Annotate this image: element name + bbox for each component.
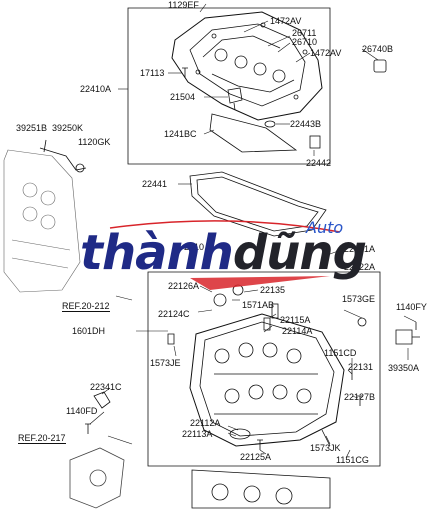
part-1120gk: 1120GK [78, 137, 111, 147]
part-1151cd: 1151CD [324, 348, 357, 358]
part-22126a: 22126A [168, 281, 200, 291]
part-22131: 22131 [348, 362, 374, 372]
part-1573ge: 1573GE [342, 294, 376, 304]
part-22125a: 22125A [240, 452, 272, 462]
part-22443b: 22443B [290, 119, 322, 129]
part-39250k: 39250K [52, 123, 84, 133]
part-22113a: 22113A [182, 429, 213, 439]
sensor-39250k [39, 139, 87, 171]
cam-sensor-39350a [395, 322, 420, 345]
cylinder-head [167, 284, 367, 450]
part-1472av-b: 1472AV [310, 48, 342, 58]
part-1140fy: 1140FY [396, 302, 427, 312]
part-22124c: 22124C [158, 309, 190, 319]
part-22442: 22442 [306, 158, 332, 168]
pcv-valve-21504 [227, 87, 243, 111]
part-2210: 2210 [184, 242, 205, 252]
baffle-plate-1241bc [209, 113, 298, 153]
part-1241bc: 1241BC [164, 129, 197, 139]
head-group-frame [147, 271, 381, 467]
part-21504: 21504 [170, 92, 196, 102]
part-22341c: 22341C [90, 382, 122, 392]
watermark-logo: thànhdũng Auto [80, 218, 380, 294]
watermark-sub: Auto [306, 218, 344, 237]
part-1129ef: 1129EF [168, 0, 199, 10]
timing-cover-partial [69, 447, 125, 509]
part-22114a: 22114A [282, 326, 313, 336]
part-17113: 17113 [140, 68, 165, 78]
part-26711: 26711 [292, 28, 317, 38]
part-39251b: 39251B [16, 123, 48, 133]
ref-link-20-212[interactable]: REF.20-212 [62, 301, 110, 312]
part-1472av-a: 1472AV [270, 16, 302, 26]
part-1571ab: 1571AB [242, 300, 275, 310]
part-22322a: 22322A [344, 262, 376, 272]
part-1151cg: 1151CG [336, 455, 369, 465]
part-22127b: 22127B [344, 392, 376, 402]
part-26710: 26710 [292, 37, 318, 47]
cover-group-frame [127, 7, 331, 165]
ref-link-20-217[interactable]: REF.20-217 [18, 433, 66, 444]
part-1140fd: 1140FD [66, 406, 98, 416]
watermark-swoosh [109, 220, 341, 233]
part-1573je: 1573JE [150, 358, 181, 368]
part-22135: 22135 [260, 285, 286, 295]
part-22410a: 22410A [80, 84, 112, 94]
part-22115a: 22115A [280, 315, 311, 325]
part-22112a: 22112A [190, 418, 221, 428]
engine-block-outline [3, 149, 81, 293]
part-22321a: 22321A [344, 244, 376, 254]
part-22441: 22441 [142, 179, 168, 189]
part-26740b: 26740B [362, 44, 394, 54]
watermark-text-a: thành [80, 225, 234, 281]
part-1573jk: 1573JK [310, 443, 341, 453]
watermark-text-b: dũng [232, 225, 367, 281]
cover-gasket-22441 [189, 171, 327, 237]
head-gasket-partial [191, 469, 331, 509]
part-1601dh: 1601DH [72, 326, 106, 336]
oil-cap-26740b [373, 59, 387, 73]
part-39350a: 39350A [388, 363, 420, 373]
